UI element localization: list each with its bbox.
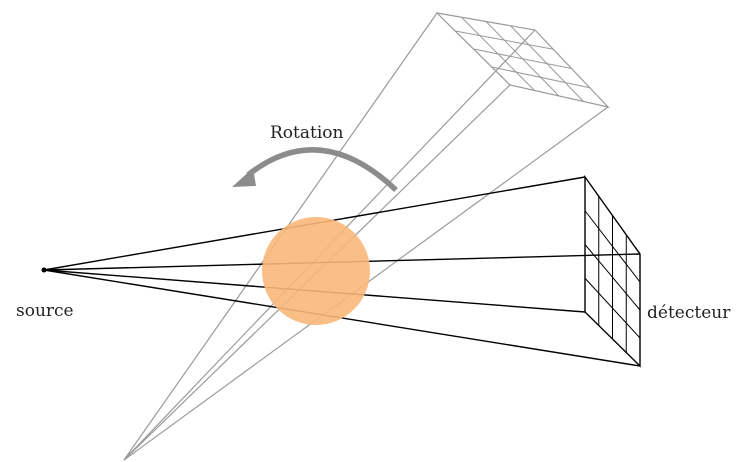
detector [584, 174, 641, 368]
detector-face [584, 174, 641, 368]
rotated-detector [435, 12, 610, 109]
source-point [41, 267, 47, 273]
rotation-arrow-icon [232, 147, 398, 192]
rotated-beam [123, 12, 609, 461]
detector-grid [584, 196, 641, 353]
rotation-label: Rotation [270, 123, 344, 143]
rotated-detector-face [435, 12, 610, 109]
scanned-object [262, 217, 370, 325]
rotated-detector-grid [455, 16, 590, 102]
source-label: source [16, 301, 74, 321]
detector-label: détecteur [647, 303, 731, 323]
